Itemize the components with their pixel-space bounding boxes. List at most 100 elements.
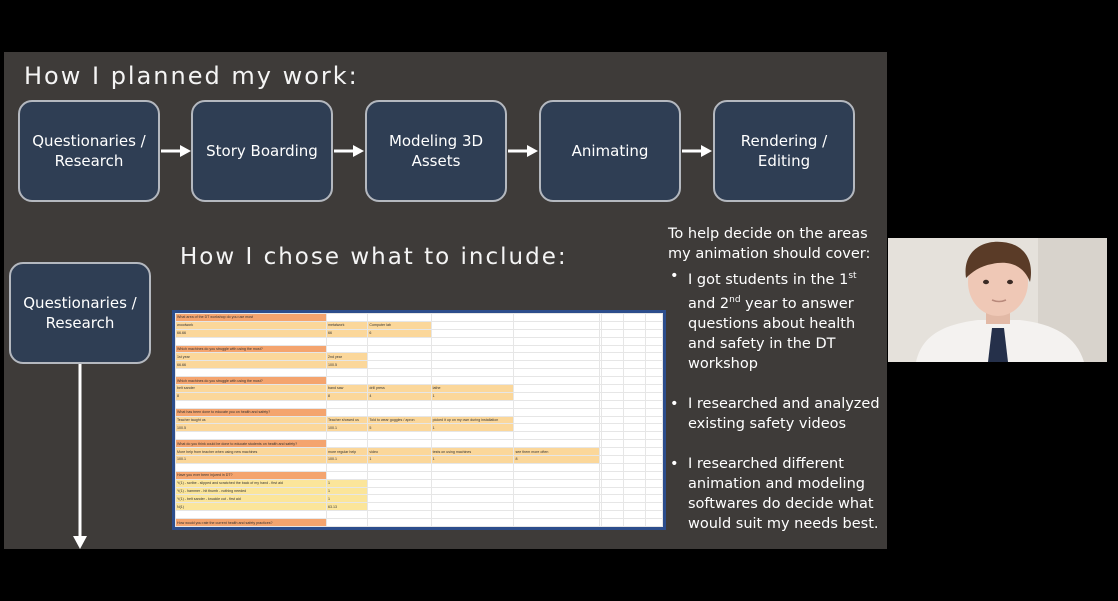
table-cell <box>513 502 600 512</box>
table-cell <box>513 423 600 433</box>
table-cell: tests on using machines <box>430 447 515 457</box>
table-cell <box>325 336 369 346</box>
table-cell <box>601 462 624 472</box>
table-cell <box>367 431 432 441</box>
superscript: nd <box>729 294 741 305</box>
table-cell <box>513 431 600 441</box>
table-cell <box>367 439 432 449</box>
table-cell: Teacher taught us <box>175 415 327 425</box>
table-cell <box>513 407 600 417</box>
table-cell <box>325 368 369 378</box>
table-row: Y(1) - scribe - slipped and scratched th… <box>175 478 663 488</box>
table-cell <box>513 352 600 362</box>
table-cell <box>513 391 600 401</box>
table-cell <box>601 423 624 433</box>
table-cell <box>623 399 646 409</box>
table-cell: Y(1) - belt sander - knuckle cut - first… <box>175 494 327 504</box>
table-cell <box>367 462 432 472</box>
table-cell <box>623 415 646 425</box>
table-cell <box>367 478 432 488</box>
table-cell <box>513 344 600 354</box>
table-row <box>175 431 663 441</box>
table-cell <box>644 313 663 322</box>
table-cell <box>623 320 646 330</box>
table-cell <box>601 384 624 393</box>
table-cell <box>325 376 369 386</box>
table-cell: 5 <box>367 423 432 433</box>
table-row: More help from teacher when using new ma… <box>175 447 663 457</box>
table-cell: 100.1 <box>325 455 369 464</box>
table-cell: Fives <box>598 526 603 527</box>
table-cell <box>513 494 600 504</box>
table-cell <box>513 336 600 346</box>
notes-intro: To help decide on the areas my animation… <box>668 226 871 262</box>
table-cell <box>513 376 600 386</box>
table-cell <box>623 439 646 449</box>
table-cell <box>623 344 646 354</box>
table-cell: More help from teacher when using new ma… <box>175 447 327 457</box>
table-cell: 1 <box>325 486 369 496</box>
table-cell: 100.5 <box>325 360 369 370</box>
table-cell: Sevens <box>623 526 646 527</box>
table-cell <box>601 455 624 464</box>
table-cell <box>644 391 663 401</box>
table-cell <box>367 376 432 386</box>
table-cell: more regular help <box>325 447 369 457</box>
table-cell <box>644 494 663 504</box>
arrow-right-icon <box>508 145 538 157</box>
table-cell <box>644 344 663 354</box>
survey-spreadsheet: What area of the DT workshop do you use … <box>172 310 666 530</box>
survey-table: What area of the DT workshop do you use … <box>175 313 663 527</box>
table-cell: 4 <box>367 391 432 401</box>
table-cell <box>367 344 432 354</box>
table-row <box>175 336 663 346</box>
table-cell: Which machines do you struggle with usin… <box>175 376 327 386</box>
table-cell: 1 <box>325 494 369 504</box>
step-storyboarding-box: Story Boarding <box>191 100 333 202</box>
table-cell <box>601 391 624 401</box>
table-cell <box>623 384 646 393</box>
table-cell <box>513 384 600 393</box>
table-cell <box>644 399 663 409</box>
step-label: Questionaries / Research <box>32 132 146 170</box>
table-cell <box>623 336 646 346</box>
table-cell <box>430 399 515 409</box>
step-questionaries-box: Questionaries / Research <box>18 100 160 202</box>
table-cell <box>644 352 663 362</box>
arrow-right-icon <box>161 145 191 157</box>
table-cell <box>601 352 624 362</box>
step-label: Animating <box>571 142 649 160</box>
table-cell <box>601 344 624 354</box>
table-cell <box>367 399 432 409</box>
table-row: Y(1) - belt sander - knuckle cut - first… <box>175 494 663 504</box>
bullet-text: year to answer questions about health an… <box>688 295 856 372</box>
table-cell <box>325 470 369 480</box>
table-cell <box>623 423 646 433</box>
table-cell <box>430 407 515 417</box>
presenter-image <box>888 238 1107 362</box>
table-cell <box>644 376 663 386</box>
table-cell <box>601 328 624 338</box>
table-cell <box>644 478 663 488</box>
table-cell <box>623 494 646 504</box>
section-subtitle: How I chose what to include: <box>180 244 568 270</box>
table-row: What area of the DT workshop do you use … <box>175 313 663 322</box>
table-cell <box>601 518 624 527</box>
table-cell: 2nd year <box>325 352 369 362</box>
table-cell <box>601 399 624 409</box>
step-label: Rendering / Editing <box>740 132 828 170</box>
table-row <box>175 368 663 378</box>
table-cell <box>325 518 369 527</box>
table-cell <box>623 376 646 386</box>
table-cell: picked it up on my own during installati… <box>430 415 515 425</box>
table-cell <box>644 407 663 417</box>
side-box-label: Questionaries / Research <box>23 294 137 332</box>
table-cell <box>175 368 327 378</box>
table-cell <box>430 494 515 504</box>
bullet-text: I got students in the 1 <box>688 271 849 288</box>
table-cell <box>601 313 624 322</box>
table-cell <box>367 407 432 417</box>
